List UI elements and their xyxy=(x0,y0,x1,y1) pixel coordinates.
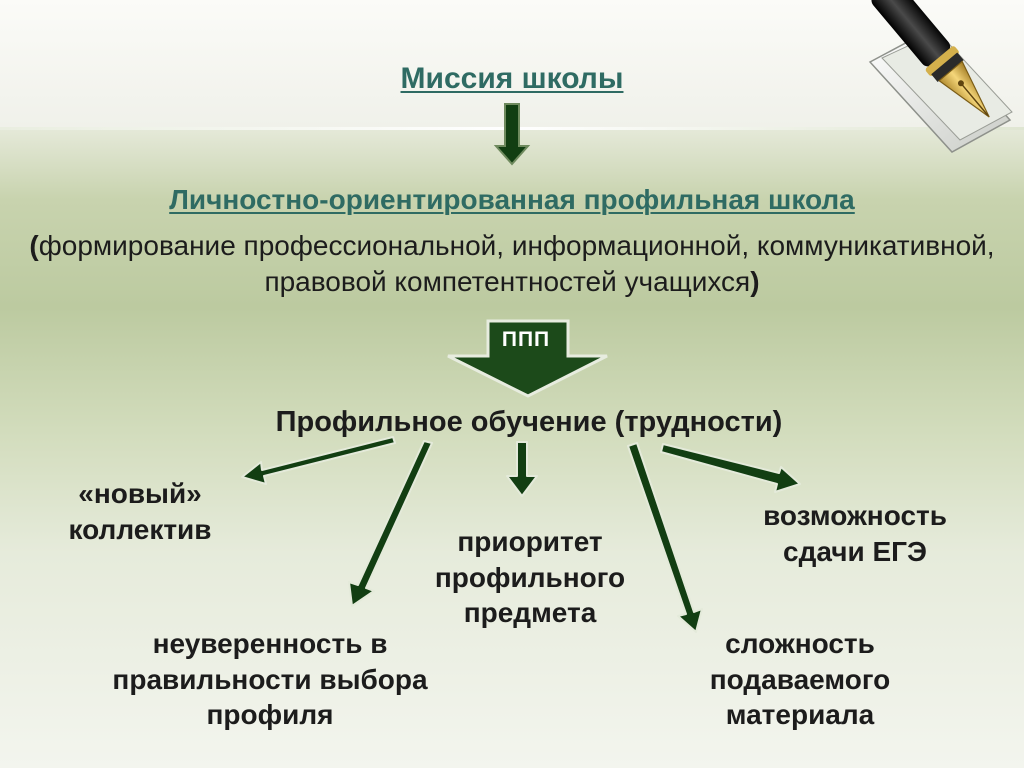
mission-title-text: Миссия школы xyxy=(400,62,624,95)
open-paren: ( xyxy=(29,230,39,261)
difficulty-new-collective: «новый» коллектив xyxy=(68,478,212,545)
arrow-to-uncertainty xyxy=(348,440,433,607)
arrow-mission-to-school xyxy=(493,103,531,166)
close-paren: ) xyxy=(750,266,760,298)
difficulty-ege-possibility: возможность сдачи ЕГЭ xyxy=(763,500,947,567)
arrow-to-collective xyxy=(241,436,396,485)
arrow-to-complexity xyxy=(627,442,703,633)
school-type-title: Личностно-ориентированная профильная шко… xyxy=(0,182,1024,218)
school-type-text: Личностно-ориентированная профильная шко… xyxy=(169,184,855,215)
profile-training-heading: Профильное обучение (трудности) xyxy=(275,406,783,438)
difficulty-material-complexity: сложность подаваемого материала xyxy=(709,628,891,731)
competencies-text: (формирование профессиональной, информац… xyxy=(20,228,1004,301)
ppp-arrow xyxy=(447,319,608,398)
competencies-body: формирование профессиональной, информаци… xyxy=(38,230,995,298)
difficulty-profile-choice-uncertainty: неуверенность в правильности выбора проф… xyxy=(112,628,428,731)
fountain-pen-icon xyxy=(868,0,1013,153)
arrow-to-priority xyxy=(506,441,538,497)
mission-title: Миссия школы xyxy=(0,60,1024,98)
difficulty-profile-subject-priority: приоритет профильного предмета xyxy=(434,526,626,629)
ppp-label: ППП xyxy=(501,328,551,351)
arrow-to-ege xyxy=(660,443,801,493)
